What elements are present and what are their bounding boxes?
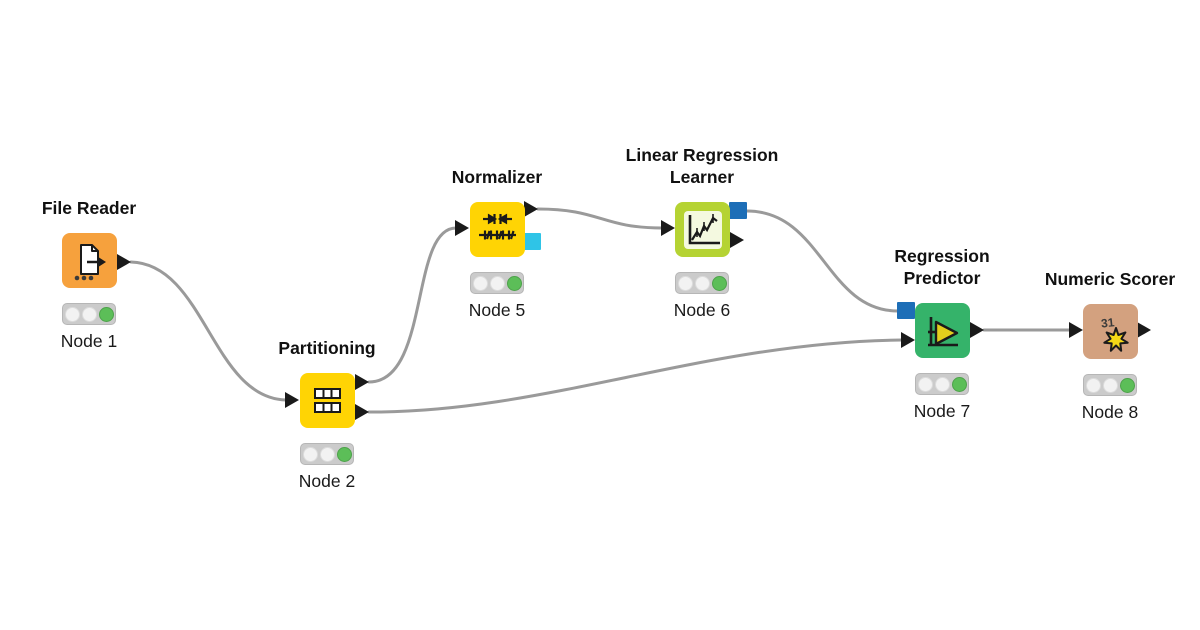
port-node8-data-out[interactable] (1137, 322, 1151, 338)
status-dot-yellow (934, 376, 950, 392)
status-dot-red (1085, 377, 1101, 393)
node-numeric-scorer[interactable]: Numeric Scorer 31 Node 8 (990, 246, 1200, 423)
port-node7-data-in[interactable] (901, 332, 915, 348)
port-node7-model-in[interactable] (897, 302, 915, 319)
normalizer-icon[interactable] (469, 202, 525, 257)
status-dot-red (917, 376, 933, 392)
node-title: Regression Predictor (894, 246, 990, 288)
node-file-reader[interactable]: File Reader Node 1 (0, 175, 209, 352)
file-reader-icon[interactable] (61, 233, 117, 288)
port-node5-data-in[interactable] (455, 220, 469, 236)
status-dot-red (302, 446, 318, 462)
status-dot-yellow (489, 275, 505, 291)
wire-node1-node2[interactable] (129, 260, 288, 402)
status-dot-green (506, 275, 522, 291)
star-glyph (1102, 327, 1129, 352)
status-dot-green (951, 376, 967, 392)
node-title: Linear Regression Learner (625, 145, 779, 187)
port-node5-data-out[interactable] (524, 201, 538, 217)
regression-learner-icon[interactable] (674, 202, 730, 257)
status-traffic-light (675, 272, 729, 294)
node-label: Node 1 (60, 331, 118, 351)
wire-node2-node7[interactable] (367, 338, 904, 414)
status-dot-yellow (1102, 377, 1118, 393)
node-label: Node 6 (673, 300, 731, 320)
status-traffic-light (62, 303, 116, 325)
status-dot-green (98, 306, 114, 322)
wire-node2-node5[interactable] (367, 226, 458, 384)
port-node7-data-out[interactable] (970, 322, 984, 338)
svg-text:31: 31 (1100, 315, 1115, 330)
port-node2-data-out-top[interactable] (355, 374, 369, 390)
node-title: Normalizer (451, 166, 543, 187)
node-label: Node 7 (913, 401, 971, 421)
status-dot-green (711, 275, 727, 291)
port-node2-data-out-bottom[interactable] (355, 404, 369, 420)
node-label: Node 5 (468, 300, 526, 320)
regression-predictor-icon[interactable] (914, 303, 970, 358)
status-traffic-light (1083, 374, 1137, 396)
port-node6-model-out[interactable] (729, 202, 747, 219)
status-traffic-light (300, 443, 354, 465)
port-node1-data-out[interactable] (117, 254, 131, 270)
status-dot-green (1119, 377, 1135, 393)
status-dot-red (677, 275, 693, 291)
status-dot-red (472, 275, 488, 291)
port-node6-data-in[interactable] (661, 220, 675, 236)
status-traffic-light (470, 272, 524, 294)
node-regression-predictor[interactable]: Regression Predictor Node 7 (822, 245, 1062, 422)
node-linear-regression-learner[interactable]: Linear Regression Learner Node 6 (582, 144, 822, 321)
port-node6-data-out[interactable] (730, 232, 744, 248)
node-label: Node 2 (298, 471, 356, 491)
node-partitioning[interactable]: Partitioning Node 2 (207, 315, 447, 492)
node-title: Partitioning (278, 337, 376, 358)
port-node2-data-in[interactable] (285, 392, 299, 408)
wire-node5-node6[interactable] (536, 207, 664, 230)
port-node8-data-in[interactable] (1069, 322, 1083, 338)
status-traffic-light (915, 373, 969, 395)
node-normalizer[interactable]: Normalizer (377, 144, 617, 321)
wire-node6-node7[interactable] (745, 209, 900, 313)
status-dot-green (336, 446, 352, 462)
numeric-scorer-icon[interactable]: 31 (1082, 304, 1138, 359)
node-title: Numeric Scorer (1044, 268, 1176, 289)
status-dot-red (64, 306, 80, 322)
node-label: Node 8 (1081, 402, 1139, 422)
partitioning-icon[interactable] (299, 373, 355, 428)
status-dot-yellow (81, 306, 97, 322)
node-title: File Reader (41, 197, 137, 218)
port-node5-model-out[interactable] (523, 233, 541, 250)
status-dot-yellow (319, 446, 335, 462)
status-dot-yellow (694, 275, 710, 291)
